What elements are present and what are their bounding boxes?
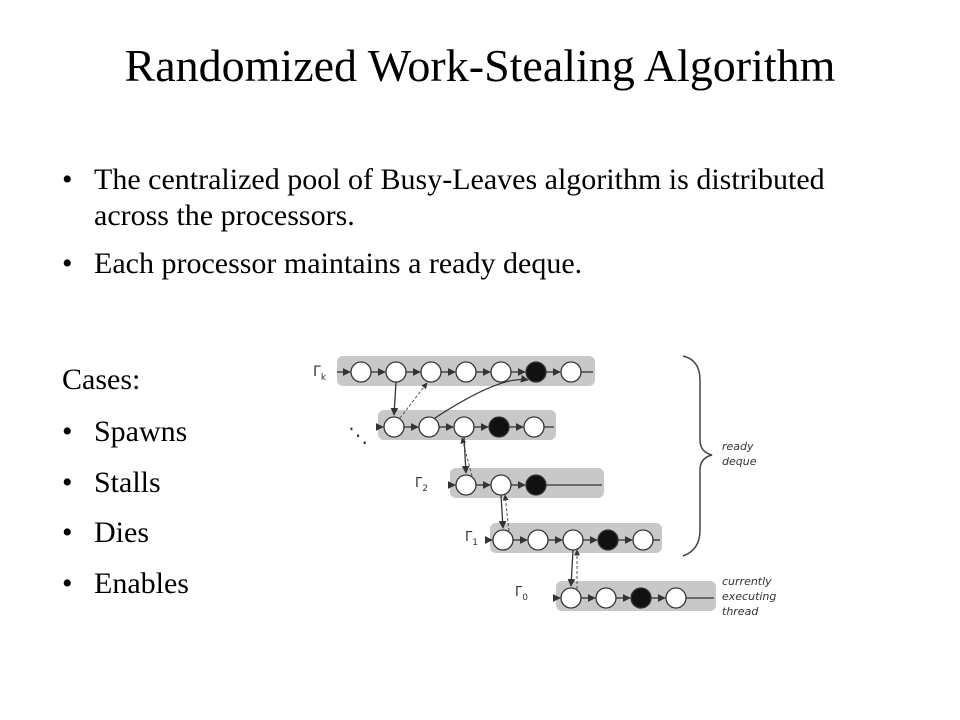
bullet-text: Each processor maintains a ready deque. <box>94 247 583 280</box>
spawn-arrow <box>390 381 399 416</box>
case-item: • Spawns <box>62 414 189 450</box>
bullet-dot: • <box>62 516 73 549</box>
thread-node <box>632 529 654 551</box>
row-label-gamma-1: Γ1 <box>465 530 478 548</box>
thread-node <box>383 416 405 438</box>
deque-rows <box>337 356 716 611</box>
thread-node <box>492 529 514 551</box>
thread-node <box>665 587 687 609</box>
bullet-list: • The centralized pool of Busy-Leaves alg… <box>62 162 902 294</box>
bullet-text: The centralized pool of Busy-Leaves algo… <box>94 163 825 232</box>
right-brace <box>682 355 713 557</box>
thread-node <box>420 361 442 383</box>
bullet-dot: • <box>62 415 73 448</box>
thread-node <box>595 587 617 609</box>
row-label-ellipsis: ⋱ <box>348 423 368 447</box>
executing-node <box>597 529 619 551</box>
slide-title: Randomized Work-Stealing Algorithm <box>124 40 836 91</box>
curved-arrow <box>434 374 529 419</box>
thread-node <box>560 587 582 609</box>
thread-node <box>453 416 475 438</box>
thread-node <box>455 474 477 496</box>
case-item: • Dies <box>62 515 189 551</box>
case-item: • Enables <box>62 566 189 602</box>
executing-node <box>630 587 652 609</box>
case-text: Dies <box>94 516 149 549</box>
cases-list: • Spawns • Stalls • Dies • Enables <box>62 414 189 616</box>
ready-deque-label: ready deque <box>722 440 757 468</box>
executing-node <box>525 474 547 496</box>
row-label-gamma-0: Γ0 <box>515 585 528 603</box>
executing-thread-label: currently executing thread <box>722 575 780 618</box>
spawn-arrow <box>498 494 507 529</box>
spawn-arrow <box>461 436 470 474</box>
row-label-gamma-k: Γk <box>313 364 327 383</box>
bullet-item: • The centralized pool of Busy-Leaves alg… <box>62 162 902 234</box>
thread-node <box>455 361 477 383</box>
thread-node <box>490 361 512 383</box>
return-arrow <box>399 382 428 419</box>
bullet-dot: • <box>62 465 73 499</box>
case-text: Stalls <box>94 465 161 499</box>
thread-node <box>560 361 582 383</box>
executing-node <box>488 416 510 438</box>
spawn-arrow <box>567 549 576 587</box>
thread-node <box>562 529 584 551</box>
thread-node <box>523 416 545 438</box>
bullet-dot: • <box>62 247 73 280</box>
bullet-dot: • <box>62 163 73 196</box>
row-label-gamma-2: Γ2 <box>415 476 428 494</box>
thread-node <box>418 416 440 438</box>
case-text: Enables <box>94 566 189 600</box>
thread-node <box>350 361 372 383</box>
case-text: Spawns <box>94 415 188 448</box>
return-arrow <box>460 437 473 477</box>
thread-node <box>385 361 407 383</box>
return-arrow <box>502 494 510 532</box>
work-stealing-diagram: Γk ⋱ Γ2 Γ1 Γ0 ready deque currently exec… <box>313 355 780 618</box>
bullet-item: • Each processor maintains a ready deque. <box>62 246 902 282</box>
case-item: • Stalls <box>62 465 189 501</box>
cases-heading: Cases: <box>62 363 141 396</box>
executing-node <box>525 361 547 383</box>
thread-node <box>490 474 512 496</box>
thread-node <box>527 529 549 551</box>
bullet-dot: • <box>62 566 73 600</box>
